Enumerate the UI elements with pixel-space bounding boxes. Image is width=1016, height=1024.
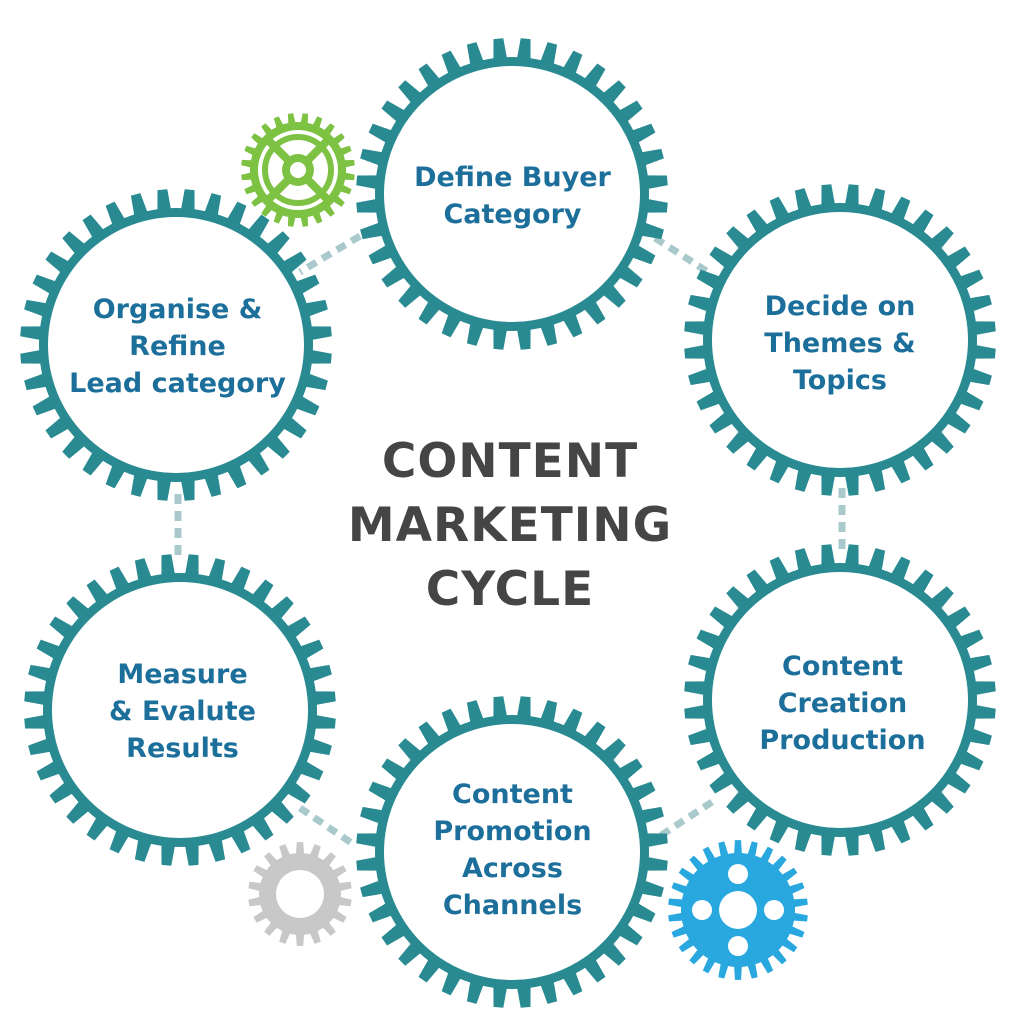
stage-label-line: Promotion: [433, 816, 592, 847]
stage-label-line: Themes &: [764, 328, 916, 359]
stage-measure-evaluate: Measure & Evalute Results: [50, 656, 315, 767]
gray-cog-icon: [248, 842, 352, 946]
title-line: CYCLE: [425, 562, 595, 617]
gear-hub: [48, 217, 304, 473]
stage-label-line: Lead category: [69, 368, 286, 399]
gear-hole: [728, 864, 748, 884]
stage-gear-organise-refine: [20, 189, 332, 501]
stage-gear-define-buyer: [356, 38, 668, 350]
stage-label-line: Across: [462, 853, 563, 884]
gear-hole: [692, 900, 712, 920]
stage-label-line: Decide on: [764, 291, 916, 322]
gear-axle: [290, 162, 306, 178]
stage-label-line: Measure: [117, 659, 248, 690]
diagram-title: CONTENT MARKETING CYCLE: [340, 430, 680, 622]
connector-line: [298, 805, 358, 849]
stage-label-line: Content: [452, 779, 573, 810]
connector-line: [653, 235, 710, 275]
stage-define-buyer: Define Buyer Category: [380, 159, 645, 233]
stage-gear-measure-evaluate: [24, 554, 336, 866]
gear-hole: [764, 900, 784, 920]
stage-gear-content-promotion: [356, 696, 668, 1008]
title-line: CONTENT: [381, 434, 639, 489]
stage-label-line: Content: [782, 651, 903, 682]
stage-content-promotion: Content Promotion Across Channels: [380, 776, 645, 924]
blue-cog-icon: [668, 840, 808, 980]
gear-axle: [719, 891, 757, 929]
gear-hole: [728, 936, 748, 956]
gear-hub: [384, 724, 640, 980]
stage-label-line: & Evalute: [109, 696, 256, 727]
stage-label-line: Refine: [129, 331, 226, 362]
stage-label-line: Production: [759, 725, 926, 756]
gear-hub: [52, 582, 308, 838]
gear-hub: [712, 572, 968, 828]
stage-organise-refine: Organise & Refine Lead category: [40, 291, 315, 402]
gear-ring: [262, 134, 334, 206]
stage-label-line: Topics: [792, 365, 888, 396]
connector-lines: [174, 232, 846, 849]
stage-label-line: Creation: [777, 688, 908, 719]
stage-label-line: Channels: [442, 890, 583, 921]
stage-content-creation: Content Creation Production: [710, 648, 975, 759]
stage-label-line: Organise &: [92, 294, 263, 325]
connector-line: [658, 799, 714, 839]
title-line: MARKETING: [347, 498, 673, 553]
gear-hub: [712, 212, 968, 468]
decorative-gears: [241, 113, 808, 980]
connector-line: [298, 232, 362, 276]
gear-hub: [276, 870, 324, 918]
stage-gears: [20, 38, 996, 1008]
stage-gear-content-creation: [684, 544, 996, 856]
stage-label-line: Category: [443, 199, 582, 230]
stage-label-line: Results: [126, 733, 239, 764]
stage-decide-themes: Decide on Themes & Topics: [710, 288, 970, 399]
green-cog-icon: [241, 113, 355, 227]
stage-gear-decide-themes: [684, 184, 996, 496]
stage-label-line: Define Buyer: [414, 162, 611, 193]
gear-hub: [384, 66, 640, 322]
